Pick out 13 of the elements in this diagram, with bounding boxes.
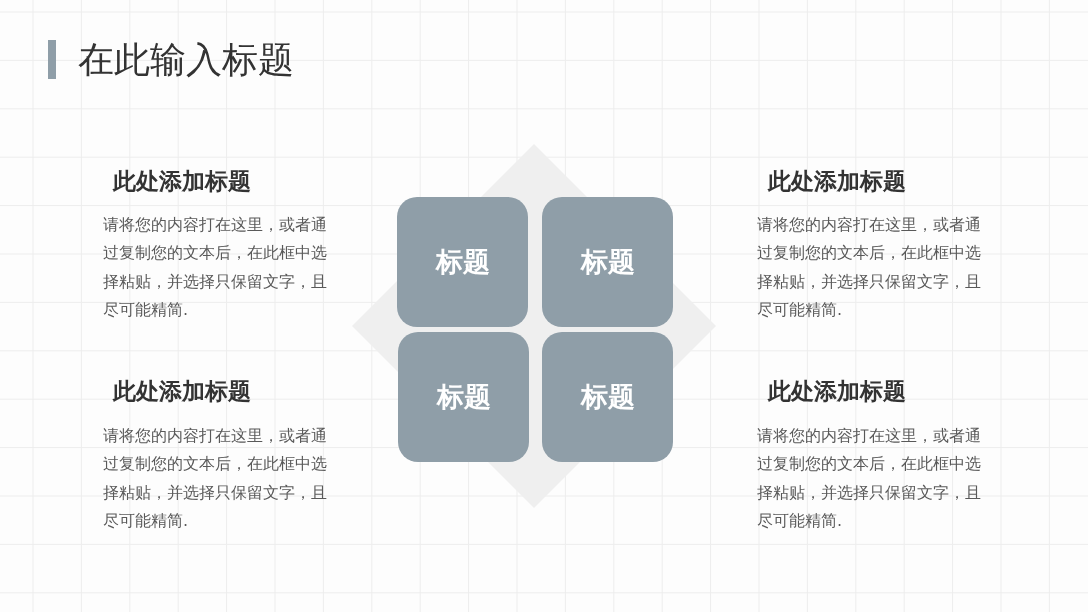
body-text: 请将您的内容打在这里，或者通过复制您的文本后，在此框中选择粘贴，并选择只保留文字，且尽可能精简. bbox=[103, 425, 328, 532]
rounded-tile: 标题 bbox=[542, 197, 673, 327]
body-text: 请将您的内容打在这里，或者通过复制您的文本后，在此框中选择粘贴，并选择只保留文字，且尽可能精简. bbox=[103, 214, 328, 321]
slide-title: 在此输入标题 bbox=[78, 38, 294, 82]
rounded-tile: 标题 bbox=[398, 332, 529, 462]
rounded-tile: 标题 bbox=[542, 332, 673, 462]
body-text: 请将您的内容打在这里，或者通过复制您的文本后，在此框中选择粘贴，并选择只保留文字，且尽可能精简. bbox=[757, 214, 982, 321]
body-text: 请将您的内容打在这里，或者通过复制您的文本后，在此框中选择粘贴，并选择只保留文字，且尽可能精简. bbox=[757, 425, 982, 532]
section-heading: 此处添加标题 bbox=[113, 377, 251, 405]
rounded-tile: 标题 bbox=[397, 197, 528, 327]
section-heading: 此处添加标题 bbox=[768, 377, 906, 405]
section-heading: 此处添加标题 bbox=[768, 167, 906, 195]
section-heading: 此处添加标题 bbox=[113, 167, 251, 195]
